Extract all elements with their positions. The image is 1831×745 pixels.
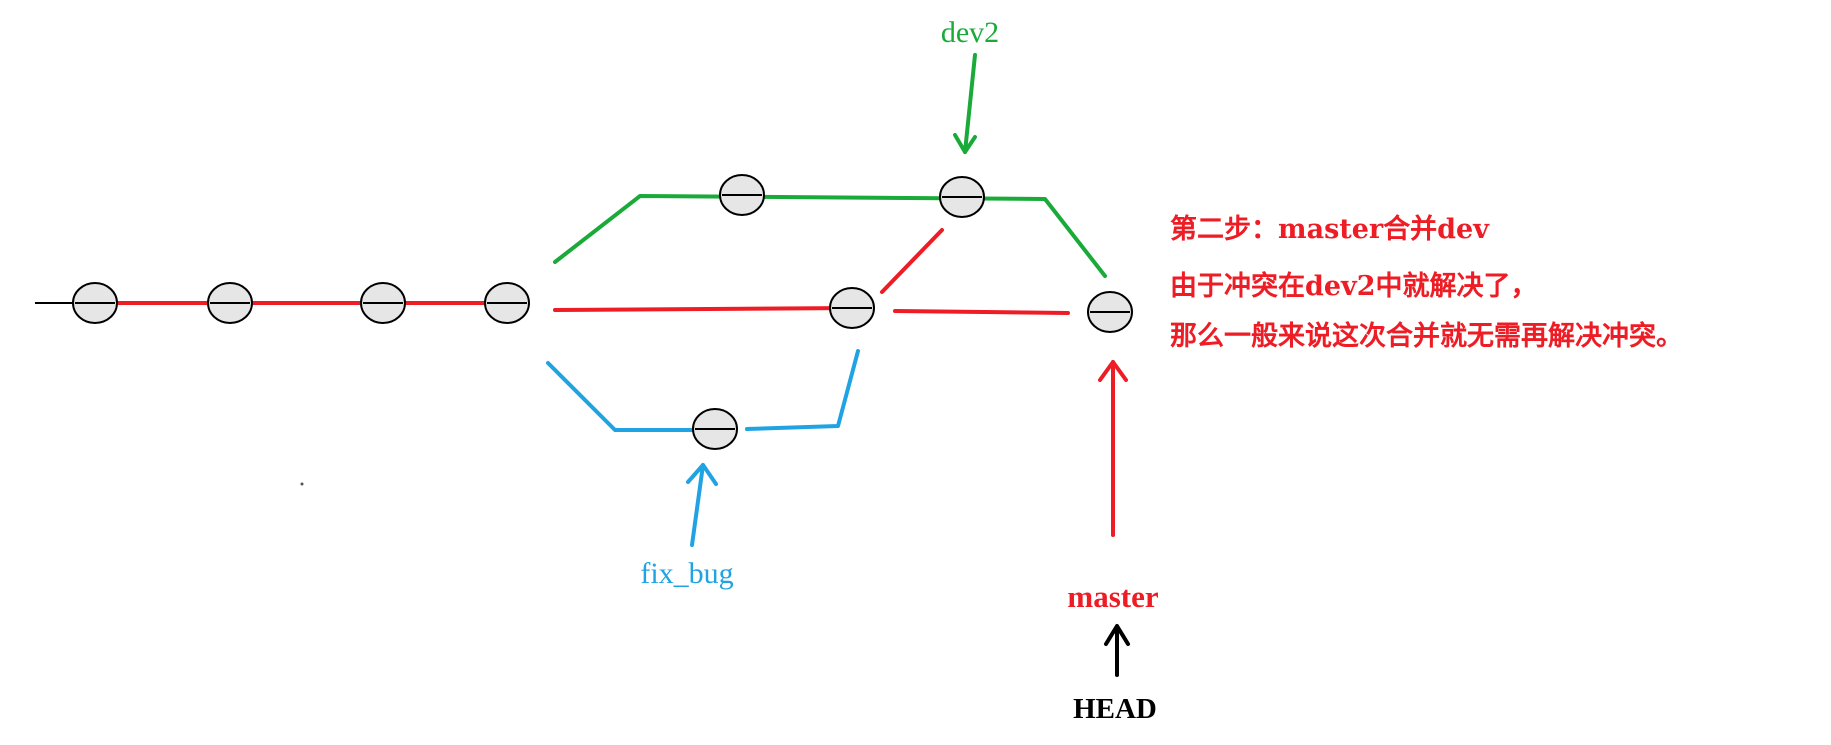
commit-node-fix-bug <box>692 408 738 450</box>
commit-node <box>207 282 253 324</box>
commit-node <box>72 282 118 324</box>
fix-bug-branch-line <box>546 361 694 432</box>
master-branch-line <box>893 309 1070 315</box>
commit-node-master-head <box>1087 291 1133 333</box>
dev2-branch-line <box>553 194 1107 278</box>
commit-node-master <box>829 287 875 329</box>
commit-node-dev2 <box>719 174 765 216</box>
head-pointer-arrow <box>1104 624 1130 677</box>
head-label: HEAD <box>1073 693 1157 725</box>
fix-bug-pointer-arrow <box>686 463 718 547</box>
commit-node <box>484 282 530 324</box>
master-branch-line <box>553 306 857 312</box>
master-merge-line <box>880 228 944 294</box>
commit-node-dev2-head <box>939 176 985 218</box>
fix-bug-branch-line <box>745 349 860 431</box>
dev2-label: dev2 <box>941 16 999 49</box>
dev2-pointer-arrow <box>953 53 977 154</box>
note-line-1: 第二步：master合并dev <box>1170 213 1490 245</box>
master-pointer-arrow <box>1098 360 1128 537</box>
merge-explanation-note: 第二步：master合并dev 由于冲突在dev2中就解决了， 那么一般来说这次… <box>1170 213 1683 352</box>
master-label: master <box>1067 579 1158 614</box>
commit-node <box>360 282 406 324</box>
stray-dot <box>300 482 304 486</box>
fix-bug-label: fix_bug <box>640 557 733 590</box>
note-line-2: 由于冲突在dev2中就解决了， <box>1170 270 1538 302</box>
note-line-3: 那么一般来说这次合并就无需再解决冲突。 <box>1170 320 1683 352</box>
